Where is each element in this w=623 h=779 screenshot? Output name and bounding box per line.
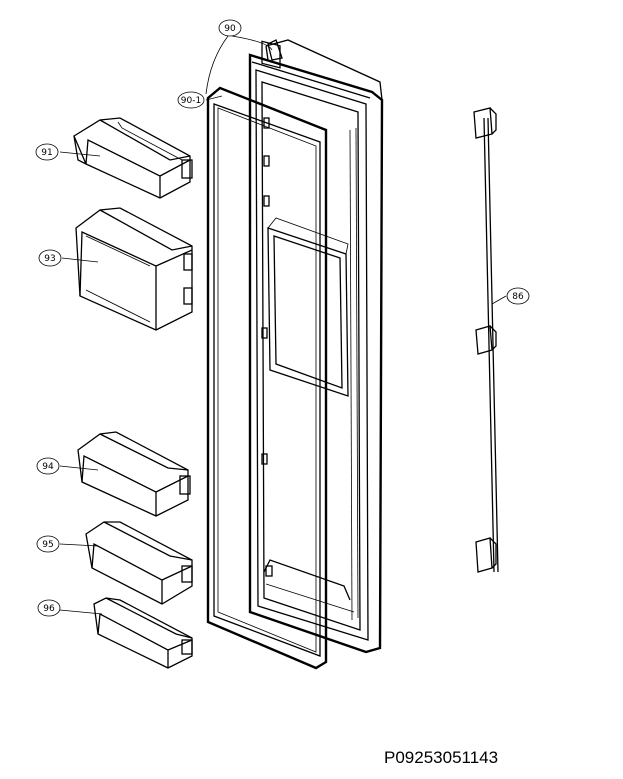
door-gasket [206,86,328,670]
callout-86: 86 [506,287,530,305]
callout-95: 95 [36,535,60,553]
callout-93: 93 [38,249,62,267]
callout-94-label: 94 [42,462,54,472]
door-inner-liner [248,39,384,654]
callout-94: 94 [36,457,60,475]
callout-91: 91 [35,143,59,161]
door-bin-94 [77,431,191,517]
callout-96: 96 [37,599,61,617]
door-bin-96 [93,597,193,669]
callout-90-1-label: 90-1 [181,96,201,106]
vertical-rail [473,107,499,573]
drawing-id: P09253051143 [384,748,499,767]
door-bin-91 [73,117,193,199]
door-bin-95 [85,521,193,605]
callout-93-label: 93 [44,254,55,264]
callout-91-label: 91 [41,148,52,158]
leader-lines [59,35,507,615]
door-bin-93 [75,207,193,331]
callout-90: 90 [218,19,242,37]
callout-96-label: 96 [43,604,55,614]
callout-95-label: 95 [42,540,53,550]
callout-90-1: 90-1 [177,91,205,109]
callout-90-label: 90 [224,24,236,34]
callout-86-label: 86 [512,292,524,302]
